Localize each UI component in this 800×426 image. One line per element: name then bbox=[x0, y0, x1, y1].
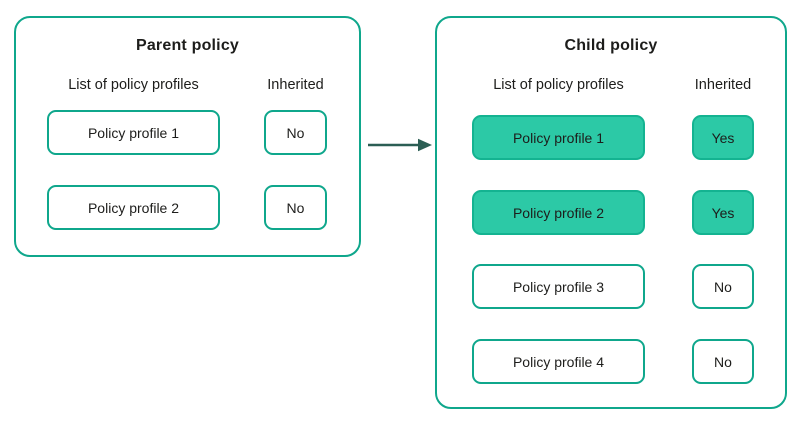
child-policy-profile-3-box: Policy profile 3 bbox=[472, 264, 645, 309]
child-inherited-flag-4: No bbox=[692, 339, 754, 384]
parent-profiles-column-header: List of policy profiles bbox=[68, 77, 199, 93]
inheritance-arrow-icon bbox=[368, 138, 432, 152]
parent-panel-title: Parent policy bbox=[135, 37, 240, 54]
parent-policy-profile-2-box: Policy profile 2 bbox=[47, 185, 220, 230]
child-policy-panel: Child policy List of policy profiles Inh… bbox=[435, 16, 787, 409]
parent-policy-panel: Parent policy List of policy profiles In… bbox=[14, 16, 361, 257]
parent-policy-profile-1-box: Policy profile 1 bbox=[47, 110, 220, 155]
child-policy-profile-2-box: Policy profile 2 bbox=[472, 190, 645, 235]
parent-inherited-flag-2: No bbox=[264, 185, 327, 230]
child-policy-profile-4-box: Policy profile 4 bbox=[472, 339, 645, 384]
parent-inherited-column-header: Inherited bbox=[267, 77, 324, 93]
parent-inherited-flag-1: No bbox=[264, 110, 327, 155]
child-inherited-flag-2: Yes bbox=[692, 190, 754, 235]
child-inherited-flag-3: No bbox=[692, 264, 754, 309]
child-profiles-column-header: List of policy profiles bbox=[493, 77, 624, 93]
child-inherited-column-header: Inherited bbox=[694, 77, 752, 93]
child-policy-profile-1-box: Policy profile 1 bbox=[472, 115, 645, 160]
child-inherited-flag-1: Yes bbox=[692, 115, 754, 160]
child-panel-title: Child policy bbox=[564, 37, 658, 54]
